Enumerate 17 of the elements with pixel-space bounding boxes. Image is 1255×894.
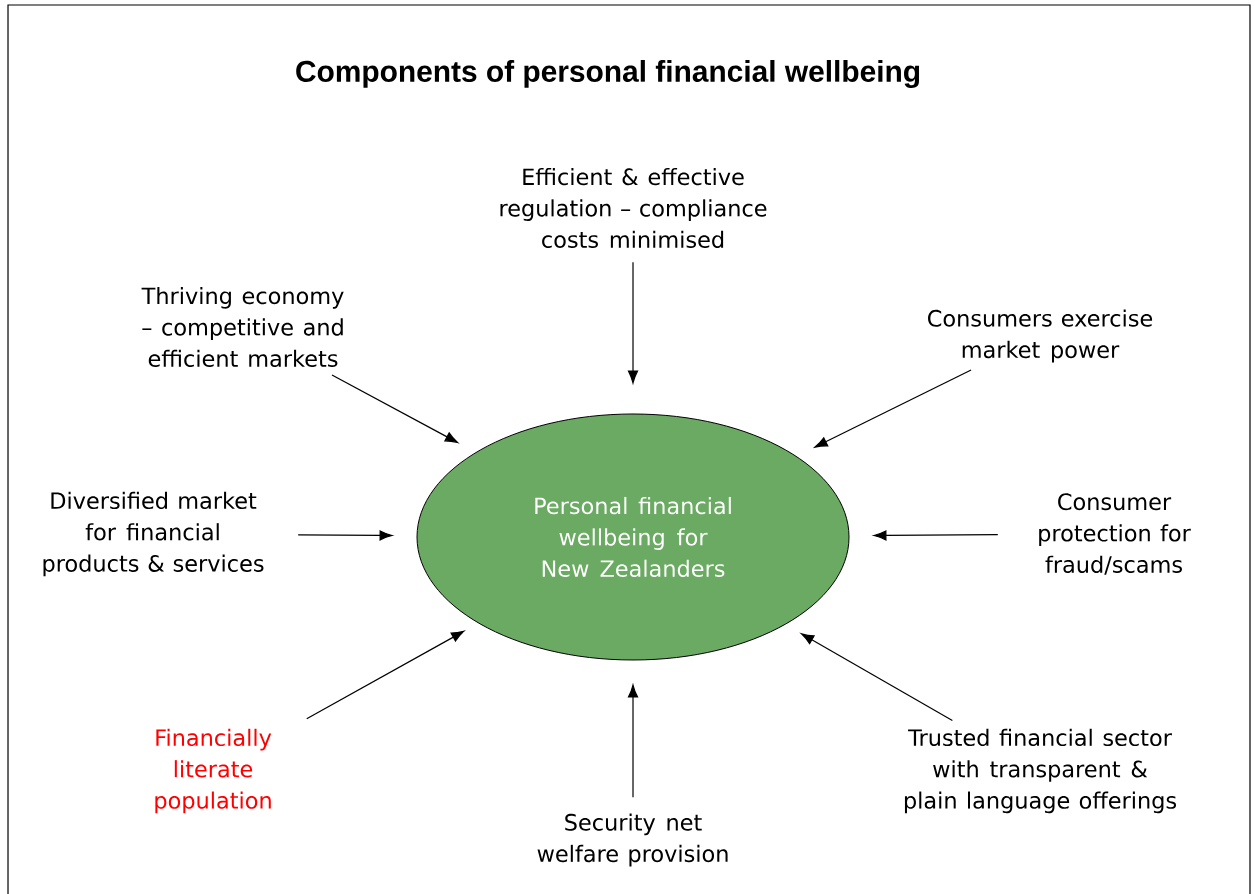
component-text: Diversified market for financial products & services (43, 491, 264, 577)
component-text: Consumer protection for fraud/scams (1039, 493, 1191, 575)
arrow (800, 633, 953, 722)
arrow (331, 374, 459, 444)
component-text: Financially literate population (155, 728, 272, 814)
component-text: Efficient & effective regulation – compliance costs minimised (500, 167, 767, 249)
arrow (627, 261, 639, 384)
title: Components of personal financial wellbeing (296, 60, 920, 88)
arrow (873, 530, 999, 541)
arrow (306, 630, 465, 720)
arrow (627, 684, 639, 798)
component-text: Thriving economy – competitive and efficient markets (141, 286, 344, 368)
arrow (297, 530, 393, 541)
component-text: Trusted financial sector with transparent & plain language offerings (904, 728, 1177, 814)
component-text: Consumers exercise market power (928, 309, 1153, 363)
component-text: Security net welfare provision (537, 813, 728, 867)
arrow (814, 369, 972, 448)
